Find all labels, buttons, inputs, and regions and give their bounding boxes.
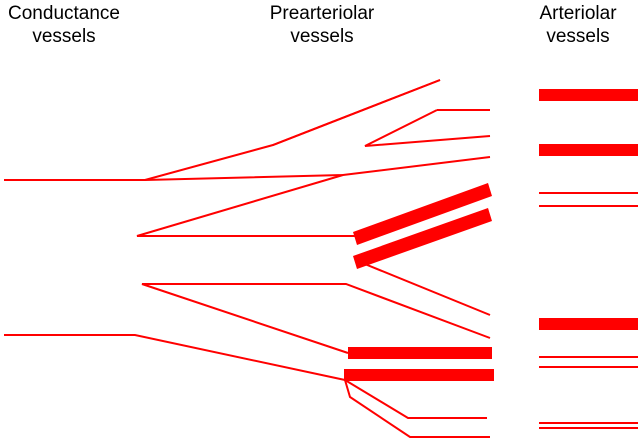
prearteriolar-vessel-6 xyxy=(354,259,491,316)
heading-conductance-line2: vessels xyxy=(32,26,96,47)
prearteriolar-vessel-1 xyxy=(272,79,441,146)
thick-arteriolar-vessel-1 xyxy=(539,89,638,101)
thickened-vessels xyxy=(344,89,638,381)
conductance-vessel-lower xyxy=(4,334,346,381)
heading-arteriolar-line2: vessels xyxy=(546,26,610,47)
thick-arteriolar-vessel-2 xyxy=(539,144,638,156)
prearteriolar-vessel-4 xyxy=(144,156,491,181)
prearteriolar-vessel-8 xyxy=(344,379,487,419)
prearteriolar-vessel-3 xyxy=(364,109,491,147)
normal-vessels xyxy=(4,79,638,438)
heading-arteriolar-line1: Arteriolar xyxy=(539,3,617,24)
thick-prearteriolar-vessel-3 xyxy=(348,347,492,359)
prearteriolar-vessel-5 xyxy=(136,174,355,237)
heading-prearteriolar-line2: vessels xyxy=(290,26,354,47)
prearteriolar-vessel-7 xyxy=(141,283,491,354)
thick-prearteriolar-vessel-2 xyxy=(353,208,492,269)
conductance-vessel-upper xyxy=(4,79,441,181)
heading-prearteriolar-vessels: Prearteriolar vessels xyxy=(252,2,392,48)
thick-arteriolar-vessel-3 xyxy=(539,318,638,330)
heading-conductance-vessels: Conductance vessels xyxy=(0,2,134,48)
heading-arteriolar-vessels: Arteriolar vessels xyxy=(518,2,638,48)
thick-prearteriolar-vessel-4 xyxy=(344,369,494,381)
prearteriolar-vessel-9 xyxy=(344,379,490,438)
heading-conductance-line1: Conductance xyxy=(8,3,120,24)
thick-prearteriolar-vessel-1 xyxy=(353,183,492,245)
heading-prearteriolar-line1: Prearteriolar xyxy=(269,3,375,24)
